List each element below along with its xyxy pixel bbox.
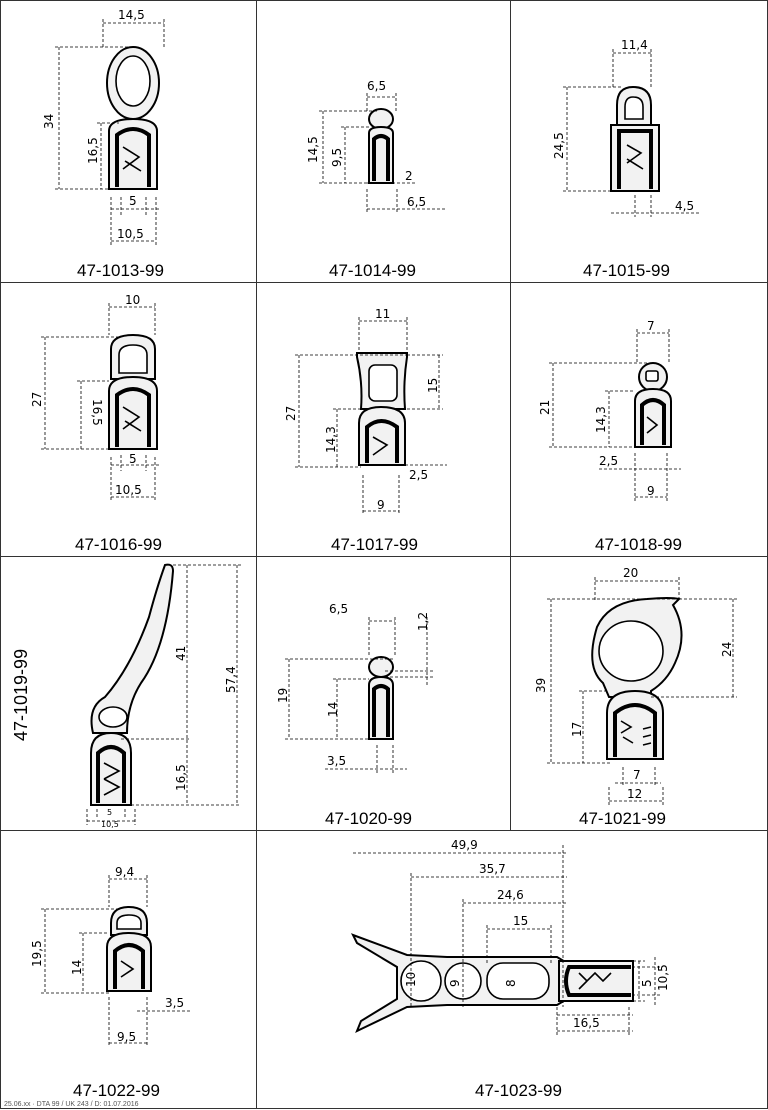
dim-width: 11 [375,307,390,321]
dim-tube-1: 10 [404,972,418,987]
drawing-1016: 10 27 16,5 5 10,5 [30,293,159,501]
drawing-1023: 49,9 35,7 24,6 15 10 9 8 5 10,5 16,5 [350,838,670,1037]
dim-base: 12 [627,787,642,801]
drawing-1013: 14,5 34 16,5 5 10,5 [42,8,165,245]
dim-width: 10 [125,293,140,307]
dim-tube-2: 9 [448,979,462,987]
dim-height: 24,5 [552,132,566,159]
part-number: 47-1013-99 [77,261,164,280]
dim-gap: 5 [129,452,137,466]
drawing-1017: 11 27 15 14,3 2,5 9 [284,307,447,515]
dim-base: 10,5 [117,227,144,241]
product-cell-1018: 7 21 14,3 2,5 9 47-1018-99 [510,282,768,557]
part-number: 47-1014-99 [329,261,416,280]
dim-clip-height: 16,5 [174,764,188,791]
product-cell-1019: 47-1019-99 41 57,4 16,5 5 10,5 [0,556,257,831]
dim-height: 34 [42,114,56,129]
dim-clip-height: 14,3 [594,406,608,433]
dim-width-2: 35,7 [479,862,506,876]
dim-gap: 2,5 [599,454,618,468]
dim-gap: 5 [107,808,112,817]
dim-height: 21 [538,400,552,415]
dim-clip-height: 16,5 [90,399,104,426]
drawing-1015: 11,4 24,5 4,5 [552,38,701,217]
dim-height: 27 [30,392,44,407]
dim-lip: 1,2 [416,612,430,631]
dim-width-3: 24,6 [497,888,524,902]
dim-clip-height: 14 [326,702,340,717]
part-number: 47-1015-99 [583,261,670,280]
dim-clip-height: 10,5 [656,964,670,991]
drawing-1014: 6,5 14,5 9,5 2 6,5 [306,79,447,213]
dim-height: 14,5 [306,136,320,163]
dim-clip-gap: 5 [640,979,654,987]
dim-width: 20 [623,566,638,580]
drawing-1018: 7 21 14,3 2,5 9 [538,319,681,501]
dim-upper-height: 41 [174,646,188,661]
dim-clip-width: 16,5 [573,1016,600,1030]
product-cell-1013: 14,5 34 16,5 5 10,5 47-1013-99 [0,0,257,283]
dim-base: 9 [647,484,655,498]
dim-height: 27 [284,406,298,421]
dim-clip-height: 16,5 [86,137,100,164]
drawing-1022: 9,4 19,5 14 3,5 9,5 [30,865,191,1047]
dim-height: 39 [534,678,548,693]
dim-base: 9,5 [117,1030,136,1044]
product-cell-1015: 11,4 24,5 4,5 47-1015-99 [510,0,768,283]
part-number: 47-1022-99 [73,1081,160,1100]
dim-width: 7 [647,319,655,333]
product-cell-1022: 9,4 19,5 14 3,5 9,5 47-1022-99 [0,830,257,1109]
dim-gap: 5 [129,194,137,208]
product-cell-1017: 11 27 15 14,3 2,5 9 47-1017-99 [256,282,511,557]
dim-width: 11,4 [621,38,648,52]
dim-clip-height: 9,5 [330,148,344,167]
dim-gap: 4,5 [675,199,694,213]
dim-width: 9,4 [115,865,134,879]
dim-base: 10,5 [101,820,119,829]
dim-gap: 2,5 [409,468,428,482]
product-cell-1016: 10 27 16,5 5 10,5 47-1016-99 [0,282,257,557]
dim-height: 19,5 [30,940,44,967]
dim-gap: 3,5 [327,754,346,768]
part-number: 47-1020-99 [325,809,412,828]
dim-height: 19 [276,688,290,703]
part-number: 47-1016-99 [75,535,162,554]
dim-clip-height: 14 [70,960,84,975]
drawing-1019: 41 57,4 16,5 5 10,5 [86,563,241,829]
dim-width: 6,5 [367,79,386,93]
product-cell-1014: 6,5 14,5 9,5 2 6,5 47-1014-99 [256,0,511,283]
part-number: 47-1017-99 [331,535,418,554]
drawing-1021: 20 39 24 17 7 12 [534,566,737,805]
dim-base: 6,5 [407,195,426,209]
part-number: 47-1021-99 [579,809,666,828]
dim-width: 14,5 [118,8,145,22]
dim-gap: 2 [405,169,413,183]
dim-overall-width: 49,9 [451,838,478,852]
dim-height: 57,4 [224,666,238,693]
dim-base: 9 [377,498,385,512]
dim-clip-height: 14,3 [324,426,338,453]
drawing-1020: 6,5 1,2 19 14 3,5 [276,602,433,773]
dim-tube-3: 8 [504,979,518,987]
dim-base: 10,5 [115,483,142,497]
dim-gap: 7 [633,768,641,782]
product-cell-1020: 6,5 1,2 19 14 3,5 47-1020-99 [256,556,511,831]
dim-width-4: 15 [513,914,528,928]
dim-head-height: 24 [720,642,734,657]
dim-width: 6,5 [329,602,348,616]
dim-top-height: 15 [426,378,440,393]
footer-text: 25.06.xx · DTA 99 / UK 243 / D: 01.07.20… [4,1101,139,1108]
product-cell-1021: 20 39 24 17 7 12 47-1021-99 [510,556,768,831]
part-number: 47-1023-99 [475,1081,562,1100]
product-cell-1023: 49,9 35,7 24,6 15 10 9 8 5 10,5 16,5 47-… [256,830,768,1109]
dim-gap: 3,5 [165,996,184,1010]
dim-clip-height: 17 [570,722,584,737]
part-number: 47-1018-99 [595,535,682,554]
